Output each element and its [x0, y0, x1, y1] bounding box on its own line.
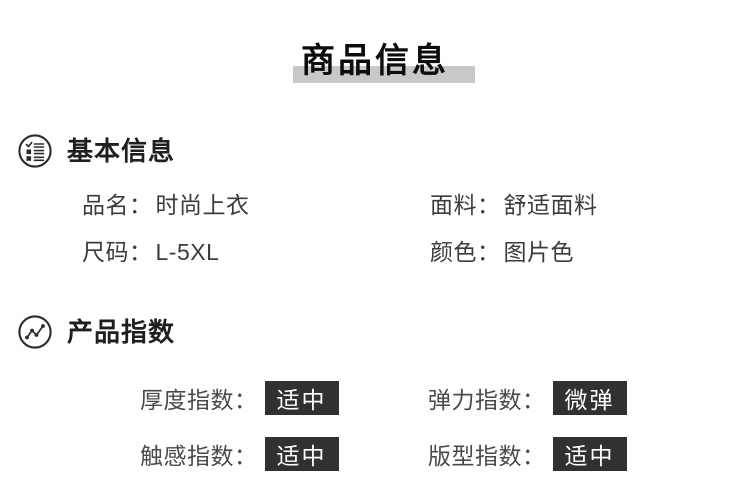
metric-label: 触感指数：: [140, 443, 258, 469]
field-product-name: 品名：时尚上衣: [82, 191, 250, 220]
metric-badge: 适中: [264, 437, 339, 471]
metric-thickness: 厚度指数： 适中: [140, 381, 339, 415]
metric-colon: ：: [234, 387, 258, 413]
title-highlight-bar: [293, 66, 475, 83]
field-colon: ：: [477, 239, 501, 265]
metric-label: 厚度指数：: [140, 387, 258, 413]
metric-colon: ：: [522, 387, 546, 413]
metric-badge: 微弹: [552, 381, 627, 415]
trend-icon: [18, 315, 52, 349]
metric-elasticity: 弹力指数： 微弹: [428, 381, 627, 415]
metric-colon: ：: [522, 443, 546, 469]
field-colon: ：: [129, 239, 153, 265]
field-color: 颜色：图片色: [430, 238, 574, 267]
metric-fit: 版型指数： 适中: [428, 437, 627, 471]
section-product-index-header: 产品指数: [17, 314, 175, 350]
field-colon: ：: [477, 192, 501, 218]
metric-label: 版型指数：: [428, 443, 546, 469]
metric-colon: ：: [234, 443, 258, 469]
field-label: 面料: [430, 192, 477, 218]
field-fabric: 面料：舒适面料: [430, 191, 598, 220]
page-title: 商品信息: [301, 42, 449, 80]
field-colon: ：: [129, 192, 153, 218]
section-product-index-title: 产品指数: [67, 317, 176, 347]
metric-badge: 适中: [552, 437, 627, 471]
field-value: L-5XL: [155, 239, 220, 265]
section-basic-info-title: 基本信息: [67, 136, 176, 166]
field-label: 尺码: [82, 239, 129, 265]
field-size: 尺码：L-5XL: [82, 238, 219, 267]
field-label: 品名: [82, 192, 129, 218]
metric-touch: 触感指数： 适中: [140, 437, 339, 471]
metric-badge: 适中: [264, 381, 339, 415]
section-basic-info-header: 基本信息: [17, 133, 175, 169]
metric-label: 弹力指数：: [428, 387, 546, 413]
field-value: 图片色: [503, 239, 574, 265]
field-value: 时尚上衣: [155, 192, 250, 218]
field-label: 颜色: [430, 239, 477, 265]
field-value: 舒适面料: [503, 192, 598, 218]
checklist-icon: [18, 134, 52, 168]
